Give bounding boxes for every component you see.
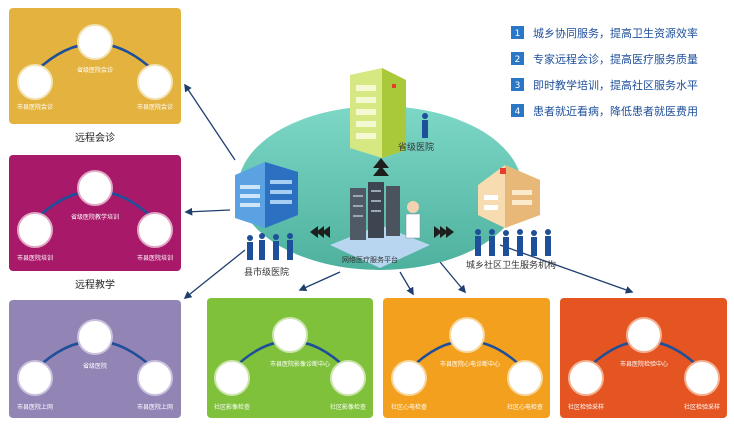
hospital-building-icon: [235, 162, 298, 228]
panel-top-label: 市县医院心电诊断中心: [440, 360, 500, 368]
photo-placeholder: [214, 360, 250, 396]
benefit-number: 1: [515, 29, 521, 39]
panel-remote-teaching: 省级医院教学培训 市县医院培训 市县医院培训: [9, 155, 181, 271]
number-badge: [511, 78, 524, 91]
benefit-text: 即时教学培训，提高社区服务水平: [533, 78, 698, 92]
consult-caption: 远程会诊: [75, 131, 115, 144]
panel-remote-imaging: 市县医院影像诊断中心 社区影像检查 社区影像检查: [207, 298, 373, 418]
arrow-to-imaging: [298, 271, 341, 291]
photo-placeholder: [330, 360, 366, 396]
benefit-number: 3: [515, 81, 521, 91]
panel-left-label: 市县医院培训: [17, 254, 53, 262]
benefit-text: 患者就近看病，降低患者就医费用: [533, 104, 698, 118]
photo-placeholder: [17, 64, 53, 100]
photo-placeholder: [391, 360, 427, 396]
central-network: 省级医院 县市级医院 城乡社区卫生服务机构: [235, 68, 556, 278]
doctor-icon: [405, 201, 421, 239]
panel-left-label: 市县医院上网: [17, 403, 53, 411]
person-silhouette-icon: [475, 229, 551, 256]
panel-left-label: 社区检验采样: [568, 403, 604, 411]
province-hospital-label: 省级医院: [398, 141, 434, 153]
benefit-text: 专家远程会诊，提高医疗服务质量: [533, 52, 698, 66]
panel-top-label: 省级医院教学培训: [71, 213, 119, 221]
chevron-up-icon: [373, 158, 389, 176]
photo-placeholder: [77, 170, 113, 206]
photo-placeholder: [77, 319, 113, 355]
benefit-text: 城乡协同服务，提高卫生资源效率: [533, 26, 698, 40]
panel-remote-surgery: 省级医院 市县医院上网 市县医院上网: [9, 300, 181, 418]
photo-placeholder: [137, 212, 173, 248]
number-badge: [511, 104, 524, 117]
platform-label: 网络医疗服务平台: [342, 255, 398, 264]
hospital-building-icon: [350, 68, 406, 158]
benefit-item: 4 患者就近看病，降低患者就医费用: [511, 104, 698, 118]
photo-placeholder: [17, 360, 53, 396]
panel-remote-consultation: 省级医院会诊 市县医院会诊 市县医院会诊: [9, 8, 181, 124]
panel-right-label: 社区影像检查: [330, 403, 366, 411]
photo-placeholder: [684, 360, 720, 396]
arrow-to-consult: [184, 83, 236, 161]
benefit-item: 1 城乡协同服务，提高卫生资源效率: [511, 26, 698, 40]
photo-placeholder: [77, 24, 113, 60]
panel-left-label: 市县医院会诊: [17, 103, 53, 111]
person-silhouette-icon: [422, 113, 428, 138]
arrow-to-teach: [184, 207, 231, 216]
photo-placeholder: [568, 360, 604, 396]
panel-right-label: 市县医院会诊: [137, 103, 173, 111]
number-badge: [511, 52, 524, 65]
panel-top-label: 市县医院影像诊断中心: [270, 360, 330, 368]
community-label: 城乡社区卫生服务机构: [466, 259, 556, 271]
photo-placeholder: [137, 64, 173, 100]
benefit-item: 3 即时教学培训，提高社区服务水平: [511, 78, 698, 92]
panel-remote-ecg: 市县医院心电诊断中心 社区心电检查 社区心电检查: [383, 298, 550, 418]
chevron-right-icon: [434, 226, 454, 238]
panel-top-label: 省级医院会诊: [77, 66, 113, 74]
number-badge: [511, 26, 524, 39]
arrow-to-ecg: [399, 271, 414, 296]
photo-placeholder: [137, 360, 173, 396]
panel-right-label: 社区检验采样: [684, 403, 720, 411]
photo-placeholder: [507, 360, 543, 396]
photo-placeholder: [626, 317, 662, 353]
person-silhouette-icon: [247, 233, 293, 260]
panel-top-label: 省级医院: [83, 362, 107, 370]
benefit-list: 1 城乡协同服务，提高卫生资源效率 2 专家远程会诊，提高医疗服务质量 3 即时…: [511, 26, 698, 118]
hospital-building-icon: [478, 165, 540, 228]
panel-remote-lab: 市县医院检验中心 社区检验采样 社区检验采样: [560, 298, 727, 418]
teach-caption: 远程教学: [75, 278, 115, 291]
panel-right-label: 市县医院上网: [137, 403, 173, 411]
panel-right-label: 社区心电检查: [507, 403, 543, 411]
panel-left-label: 社区心电检查: [391, 403, 427, 411]
photo-placeholder: [449, 317, 485, 353]
panel-right-label: 市县医院培训: [137, 254, 173, 262]
panel-top-label: 市县医院检验中心: [620, 360, 668, 368]
photo-placeholder: [272, 317, 308, 353]
server-icon: [330, 182, 430, 268]
benefit-item: 2 专家远程会诊，提高医疗服务质量: [511, 52, 698, 66]
panel-left-label: 社区影像检查: [214, 403, 250, 411]
arrow-to-lab-near: [439, 261, 466, 294]
photo-placeholder: [17, 212, 53, 248]
chevron-left-icon: [310, 226, 330, 238]
benefit-number: 2: [515, 55, 521, 65]
benefit-number: 4: [515, 107, 521, 117]
arrow-to-surgery: [183, 249, 246, 299]
county-hospital-label: 县市级医院: [244, 266, 289, 278]
